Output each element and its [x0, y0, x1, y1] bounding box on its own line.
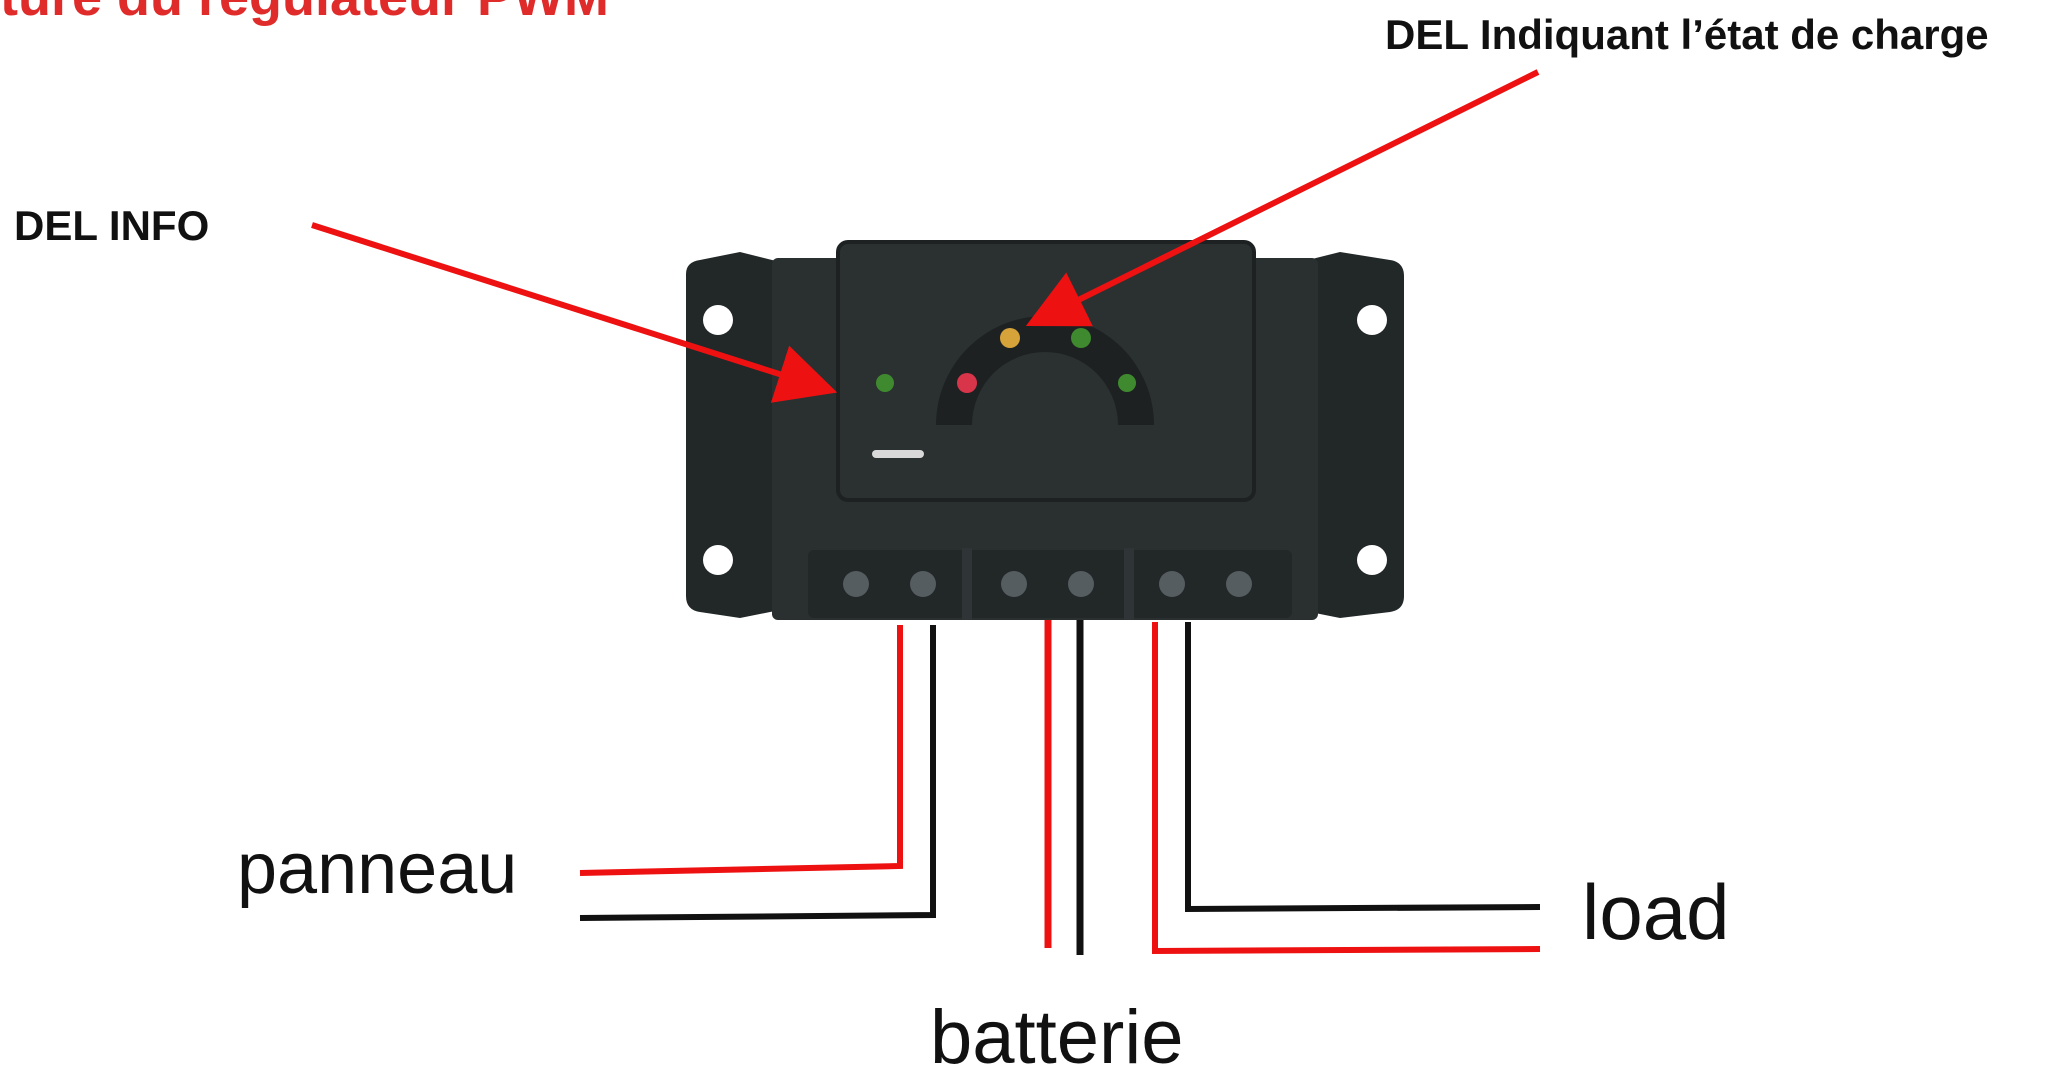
panel-label: panneau [237, 829, 518, 909]
terminal-screw [1001, 571, 1027, 597]
info-led [876, 374, 894, 392]
terminal-screw [1226, 571, 1252, 597]
info-led-arrow [311, 222, 838, 403]
front-cover [836, 240, 1256, 502]
mounting-hole-bottom-left [703, 545, 733, 575]
terminal-screw [1159, 571, 1185, 597]
panel-wire-negative [579, 625, 936, 921]
page-title: ture du régulateur PWM [0, 0, 609, 24]
charge-gauge-arc [936, 316, 1154, 425]
indicator-bar [872, 450, 924, 458]
charge-led-arrow [1025, 69, 1540, 327]
charge-led-green-1 [1071, 328, 1091, 348]
load-label: load [1582, 868, 1730, 956]
charge-led-callout: DEL Indiquant l’état de charge [1385, 11, 1989, 58]
load-wire-negative [1185, 622, 1541, 913]
mounting-hole-top-right [1357, 305, 1387, 335]
pwm-regulator [686, 240, 1404, 620]
panel-wire-positive [579, 625, 903, 876]
load-wire-positive [1152, 622, 1541, 955]
terminal-block [808, 550, 1292, 618]
info-led-callout: DEL INFO [14, 202, 210, 249]
battery-label: batterie [930, 995, 1184, 1080]
left-mounting-ear [686, 252, 780, 618]
terminal-screw [910, 571, 936, 597]
mounting-hole-top-left [703, 305, 733, 335]
mounting-hole-bottom-right [1357, 545, 1387, 575]
charge-led-amber [1000, 328, 1020, 348]
charge-led-green-2 [1118, 374, 1136, 392]
right-mounting-ear [1300, 252, 1404, 618]
terminal-screw [843, 571, 869, 597]
terminal-divider-1 [962, 548, 972, 620]
charge-led-red [957, 373, 977, 393]
terminal-screw [1068, 571, 1094, 597]
terminal-divider-2 [1124, 548, 1134, 620]
